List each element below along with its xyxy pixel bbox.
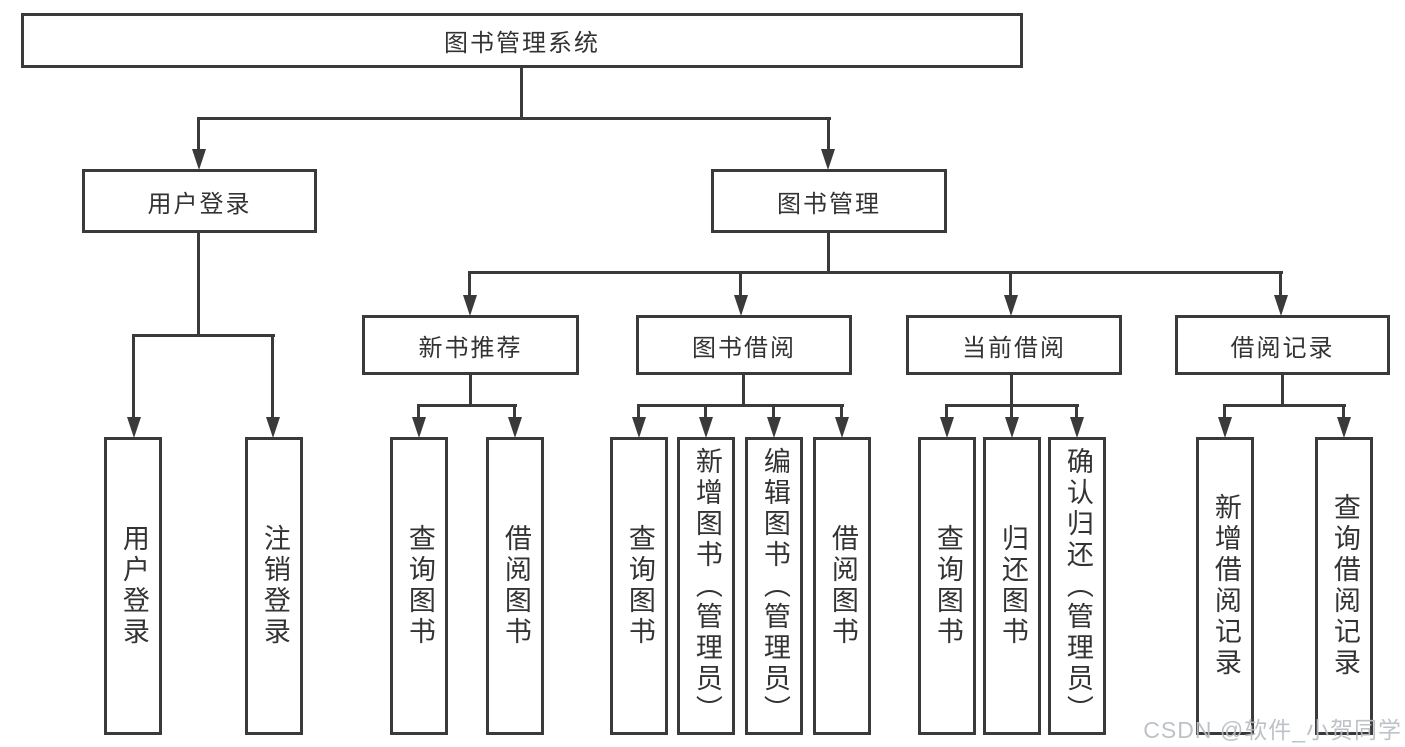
- arrow-down-icon: [632, 417, 646, 438]
- leaf-borrow-books-recommend: 借阅图书: [486, 437, 544, 735]
- arrow-down-icon: [127, 417, 141, 438]
- arrow-down-icon: [1218, 417, 1232, 438]
- leaf-borrow-books-label: 借阅图书: [827, 524, 858, 648]
- arrow-down-icon: [767, 417, 781, 438]
- arrow-down-icon: [192, 149, 206, 170]
- connector-line: [1075, 404, 1078, 420]
- node-user-login-label: 用户登录: [147, 190, 252, 218]
- connector-line: [772, 404, 775, 420]
- leaf-edit-book-admin-label: 编辑图书（管理员）: [759, 446, 790, 726]
- node-current-borrowing-label: 当前借阅: [962, 334, 1066, 362]
- leaf-confirm-return-admin-label: 确认归还（管理员）: [1062, 446, 1093, 726]
- leaf-query-books-current: 查询图书: [918, 437, 976, 735]
- leaf-borrow-books-recommend-label: 借阅图书: [500, 524, 531, 648]
- leaf-confirm-return-admin: 确认归还（管理员）: [1048, 437, 1106, 735]
- connector-line: [1279, 271, 1282, 297]
- leaf-query-borrow-record-label: 查询借阅记录: [1329, 493, 1360, 679]
- leaf-query-books-borrow: 查询图书: [610, 437, 668, 735]
- arrow-down-icon: [1070, 417, 1084, 438]
- connector-line: [1342, 404, 1345, 420]
- arrow-down-icon: [412, 417, 426, 438]
- leaf-query-books-recommend-label: 查询图书: [404, 524, 435, 648]
- leaf-add-book-admin-label: 新增图书（管理员）: [691, 446, 722, 726]
- connector-line: [197, 117, 200, 150]
- connector-line: [827, 117, 830, 150]
- connector-line: [1223, 404, 1226, 420]
- leaf-query-borrow-record: 查询借阅记录: [1315, 437, 1373, 735]
- connector-line: [271, 334, 274, 420]
- connector-line: [197, 117, 831, 120]
- connector-line: [520, 68, 523, 119]
- arrow-down-icon: [734, 295, 748, 316]
- node-current-borrowing: 当前借阅: [906, 315, 1122, 375]
- arrow-down-icon: [266, 417, 280, 438]
- node-root: 图书管理系统: [21, 13, 1023, 68]
- watermark: CSDN @软件_小贺同学: [1143, 717, 1402, 743]
- arrow-down-icon: [821, 149, 835, 170]
- leaf-logout-label: 注销登录: [259, 524, 290, 648]
- connector-line: [704, 404, 707, 420]
- connector-line: [827, 233, 830, 273]
- arrow-down-icon: [508, 417, 522, 438]
- leaf-return-books-label: 归还图书: [997, 524, 1028, 648]
- connector-line: [468, 271, 1283, 274]
- connector-line: [417, 404, 420, 420]
- leaf-query-books-borrow-label: 查询图书: [624, 524, 655, 648]
- node-borrowing-records-label: 借阅记录: [1230, 334, 1335, 362]
- arrow-down-icon: [1274, 295, 1288, 316]
- connector-line: [132, 334, 275, 337]
- connector-line: [945, 404, 1079, 407]
- arrow-down-icon: [463, 295, 477, 316]
- leaf-add-borrow-record-label: 新增借阅记录: [1210, 493, 1241, 679]
- connector-line: [513, 404, 516, 420]
- connector-line: [739, 271, 742, 297]
- arrow-down-icon: [1005, 417, 1019, 438]
- leaf-user-login: 用户登录: [104, 437, 162, 735]
- arrow-down-icon: [1004, 295, 1018, 316]
- node-borrowing-records: 借阅记录: [1175, 315, 1390, 375]
- arrow-down-icon: [940, 417, 954, 438]
- connector-line: [945, 404, 948, 420]
- leaf-add-book-admin: 新增图书（管理员）: [677, 437, 735, 735]
- node-user-login: 用户登录: [82, 169, 317, 233]
- connector-line: [840, 404, 843, 420]
- leaf-edit-book-admin: 编辑图书（管理员）: [745, 437, 803, 735]
- connector-line: [468, 271, 471, 297]
- node-new-book-recommendation-label: 新书推荐: [418, 334, 523, 362]
- node-new-book-recommendation: 新书推荐: [362, 315, 579, 375]
- node-book-management-label: 图书管理: [777, 190, 881, 218]
- connector-line: [1281, 375, 1284, 407]
- leaf-borrow-books: 借阅图书: [813, 437, 871, 735]
- connector-line: [417, 404, 517, 407]
- arrow-down-icon: [835, 417, 849, 438]
- leaf-user-login-label: 用户登录: [118, 524, 149, 648]
- connector-line: [637, 404, 844, 407]
- connector-line: [637, 404, 640, 420]
- connector-line: [1223, 404, 1346, 407]
- leaf-query-books-current-label: 查询图书: [932, 524, 963, 648]
- node-root-label: 图书管理系统: [444, 30, 600, 57]
- connector-line: [1009, 271, 1012, 297]
- node-book-borrowing-label: 图书借阅: [692, 334, 796, 362]
- leaf-logout: 注销登录: [245, 437, 303, 735]
- node-book-borrowing: 图书借阅: [636, 315, 852, 375]
- arrow-down-icon: [1337, 417, 1351, 438]
- connector-line: [197, 233, 200, 336]
- arrow-down-icon: [699, 417, 713, 438]
- connector-line: [742, 375, 745, 407]
- connector-line: [1010, 375, 1013, 421]
- connector-line: [469, 375, 472, 407]
- leaf-query-books-recommend: 查询图书: [390, 437, 448, 735]
- connector-line: [132, 334, 135, 420]
- leaf-return-books: 归还图书: [983, 437, 1041, 735]
- node-book-management: 图书管理: [711, 169, 947, 233]
- leaf-add-borrow-record: 新增借阅记录: [1196, 437, 1254, 735]
